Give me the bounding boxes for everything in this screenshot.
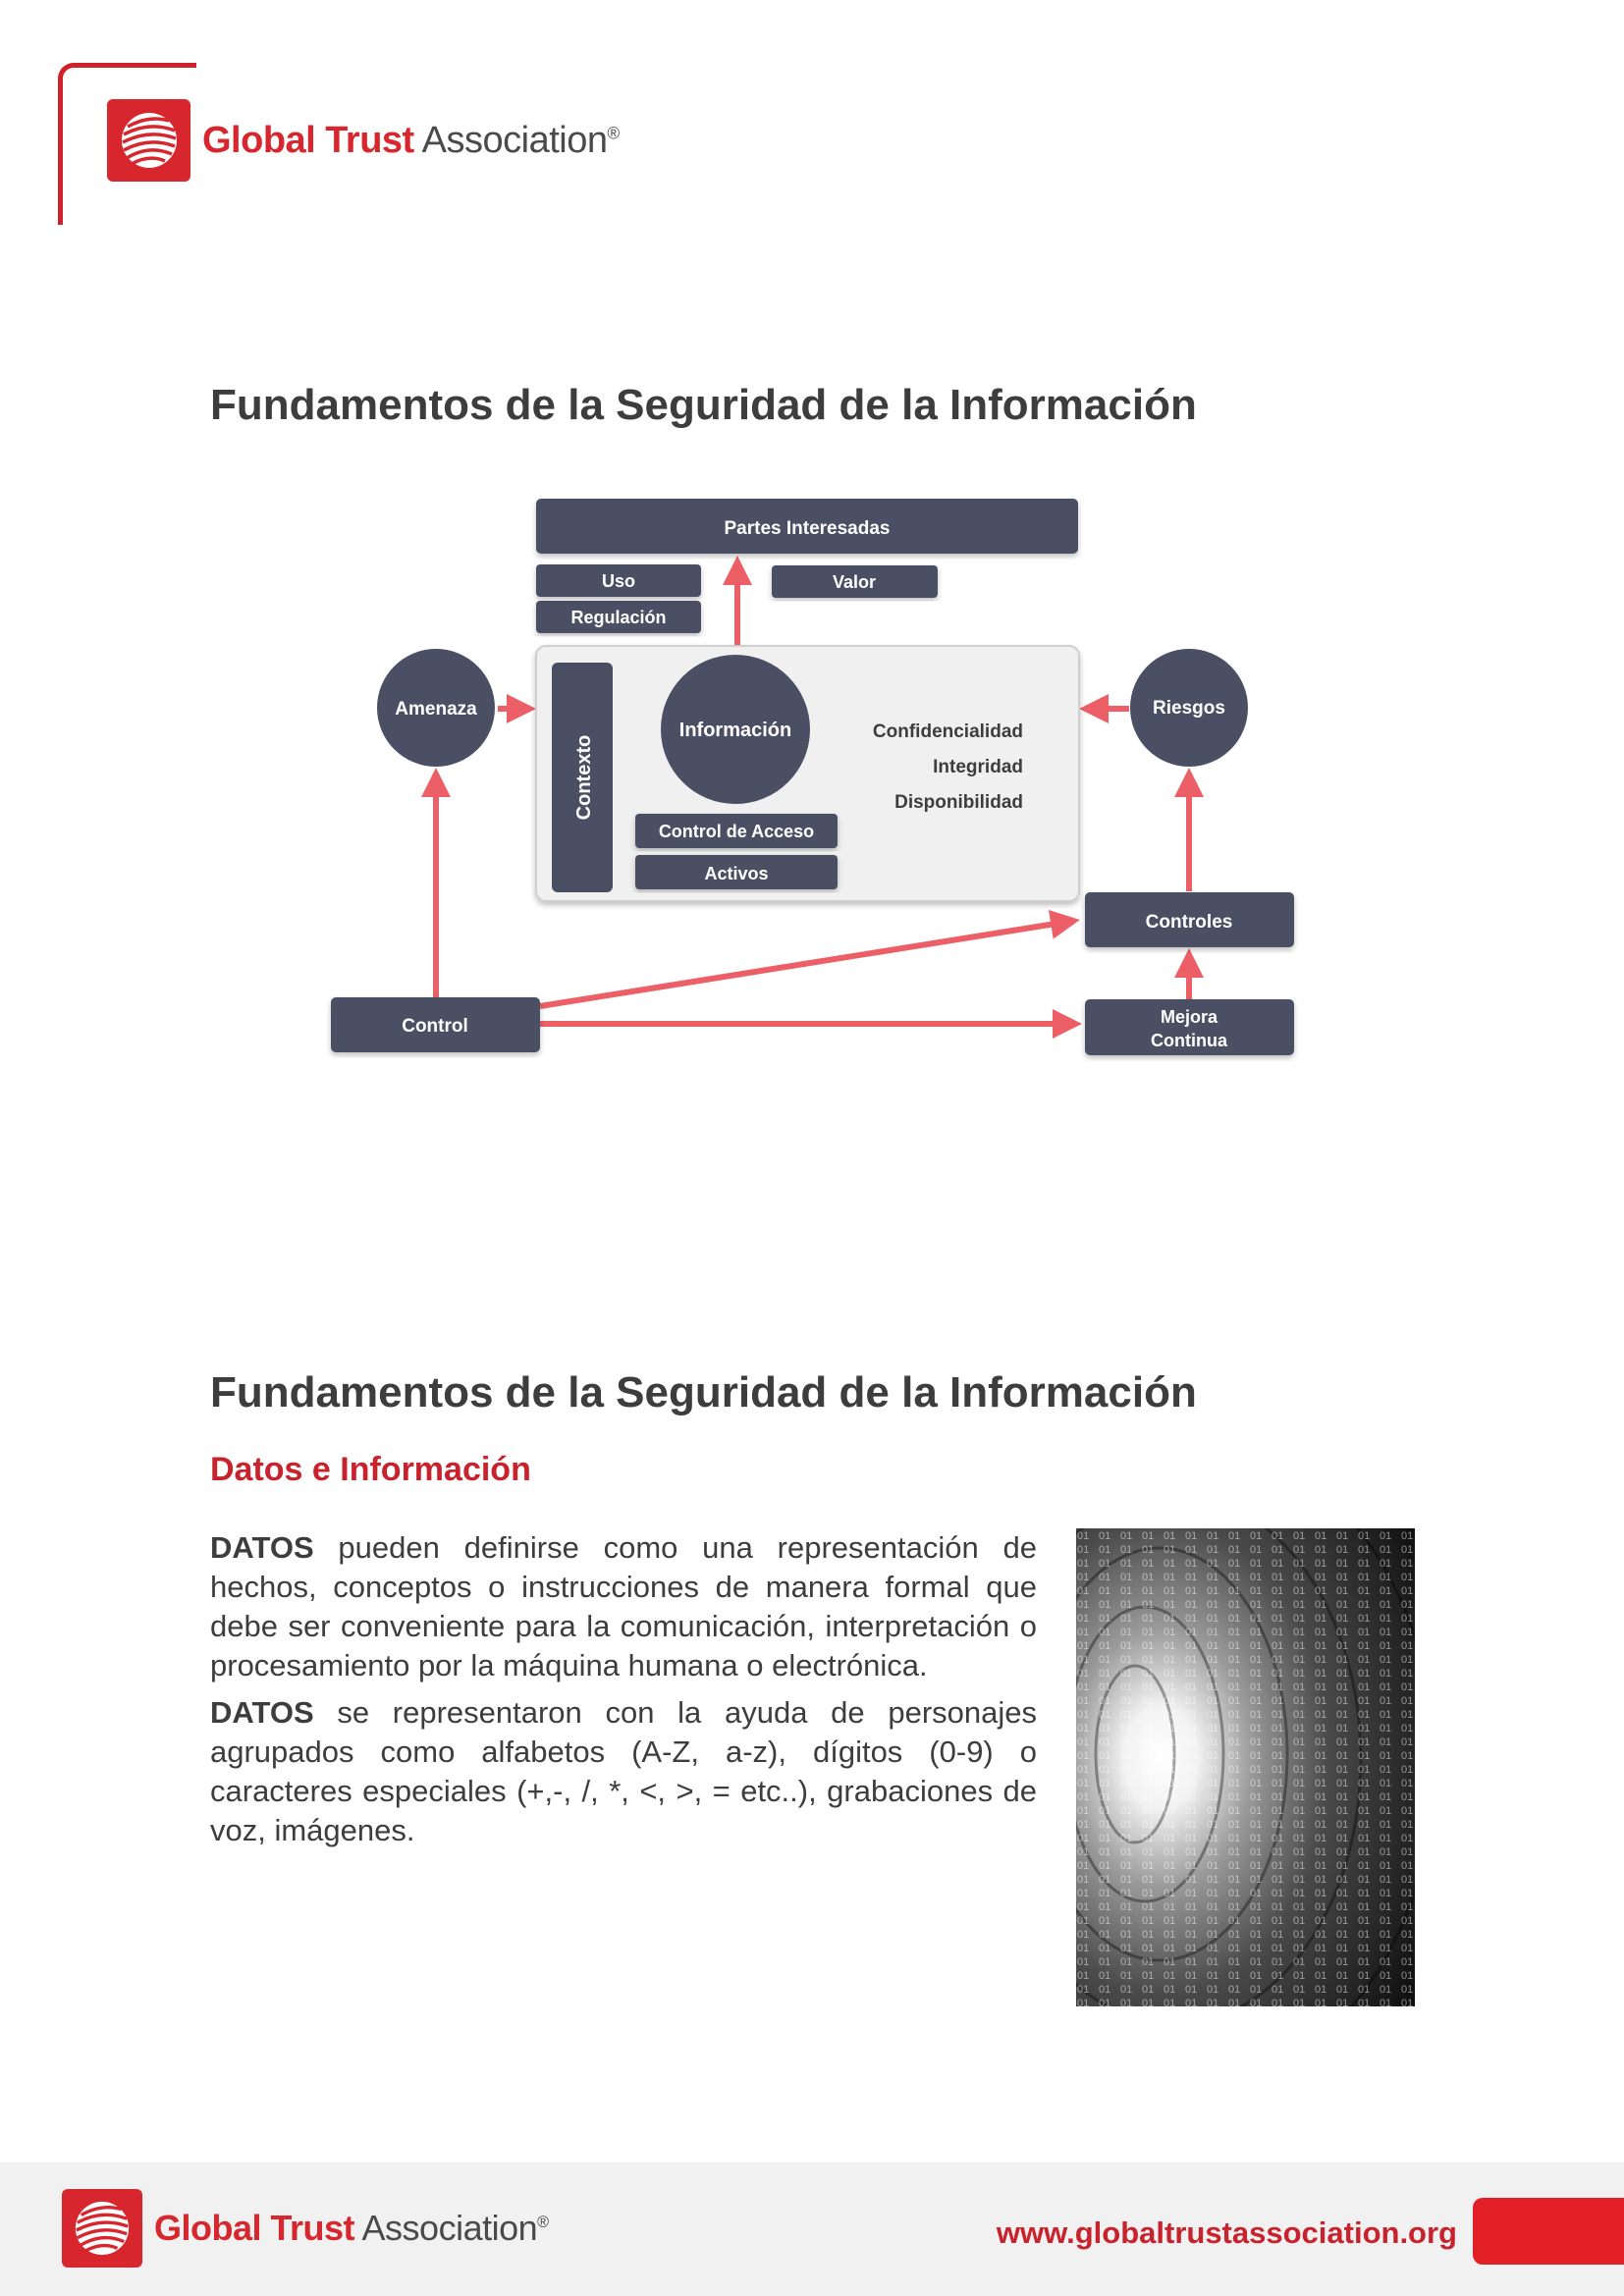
activos-label: Activos: [704, 864, 768, 883]
controles-box: Controles: [1085, 892, 1294, 947]
footer-accent-tab: [1473, 2198, 1624, 2265]
integridad-label: Integridad: [933, 757, 1023, 777]
footer-logo[interactable]: Global Trust Association®: [62, 2189, 549, 2268]
regulacion-label: Regulación: [570, 608, 666, 627]
riesgos-node: Riesgos: [1130, 649, 1248, 767]
binary-tunnel-image: 01: [1076, 1528, 1415, 2006]
contexto-label: Contexto: [573, 735, 595, 821]
footer-brand-part2: Association: [362, 2208, 538, 2248]
valor-box: Valor: [772, 565, 938, 598]
control-box: Control: [331, 997, 540, 1052]
partes-interesadas-box: Partes Interesadas: [536, 499, 1078, 554]
globe-logo-icon: [107, 99, 190, 182]
body-text: DATOS pueden definirse como una represen…: [210, 1528, 1037, 1858]
confidencialidad-label: Confidencialidad: [873, 721, 1023, 742]
contexto-box: Contexto: [552, 663, 613, 892]
footer-registered-mark: ®: [537, 2214, 548, 2231]
paragraph-1: DATOS pueden definirse como una represen…: [210, 1528, 1037, 1685]
amenaza-label: Amenaza: [395, 699, 477, 720]
riesgos-label: Riesgos: [1153, 698, 1225, 719]
mejora-label-line1: Mejora: [1161, 1007, 1218, 1027]
informacion-label: Información: [679, 720, 791, 741]
mejora-label-line2: Continua: [1151, 1031, 1228, 1050]
controles-label: Controles: [1146, 912, 1233, 933]
website-link[interactable]: www.globaltrustassociation.org: [997, 2216, 1457, 2251]
brand-name-part1: Global Trust: [202, 120, 414, 161]
p2-rest: se representaron con la ayuda de persona…: [210, 1695, 1037, 1847]
control-label: Control: [402, 1016, 468, 1037]
partes-label: Partes Interesadas: [725, 518, 891, 539]
amenaza-node: Amenaza: [377, 649, 495, 767]
control-acceso-box: Control de Acceso: [635, 814, 838, 848]
p1-lead: DATOS: [210, 1530, 314, 1565]
header-logo[interactable]: Global Trust Association®: [107, 99, 620, 182]
regulacion-box: Regulación: [536, 601, 701, 633]
activos-box: Activos: [635, 855, 838, 889]
globe-logo-icon: [62, 2189, 142, 2268]
security-fundamentals-diagram: Partes Interesadas Uso Regulación Valor …: [324, 491, 1316, 1065]
p1-rest: pueden definirse como una representación…: [210, 1530, 1037, 1682]
paragraph-2: DATOS se representaron con la ayuda de p…: [210, 1693, 1037, 1850]
section2-subtitle: Datos e Información: [210, 1451, 531, 1489]
informacion-node: Información: [661, 655, 810, 804]
footer-brand-part1: Global Trust: [154, 2208, 354, 2248]
section2-title: Fundamentos de la Seguridad de la Inform…: [210, 1368, 1197, 1417]
brand-name-part2: Association: [422, 120, 608, 161]
section1-title: Fundamentos de la Seguridad de la Inform…: [210, 381, 1197, 430]
registered-mark: ®: [608, 124, 620, 142]
uso-box: Uso: [536, 564, 701, 597]
footer: Global Trust Association® www.globaltrus…: [0, 2163, 1624, 2296]
p2-lead: DATOS: [210, 1695, 314, 1730]
mejora-continua-box: Mejora Continua: [1085, 999, 1294, 1055]
uso-label: Uso: [602, 571, 635, 591]
control-acceso-label: Control de Acceso: [659, 822, 814, 841]
disponibilidad-label: Disponibilidad: [894, 792, 1023, 813]
valor-label: Valor: [833, 572, 876, 592]
